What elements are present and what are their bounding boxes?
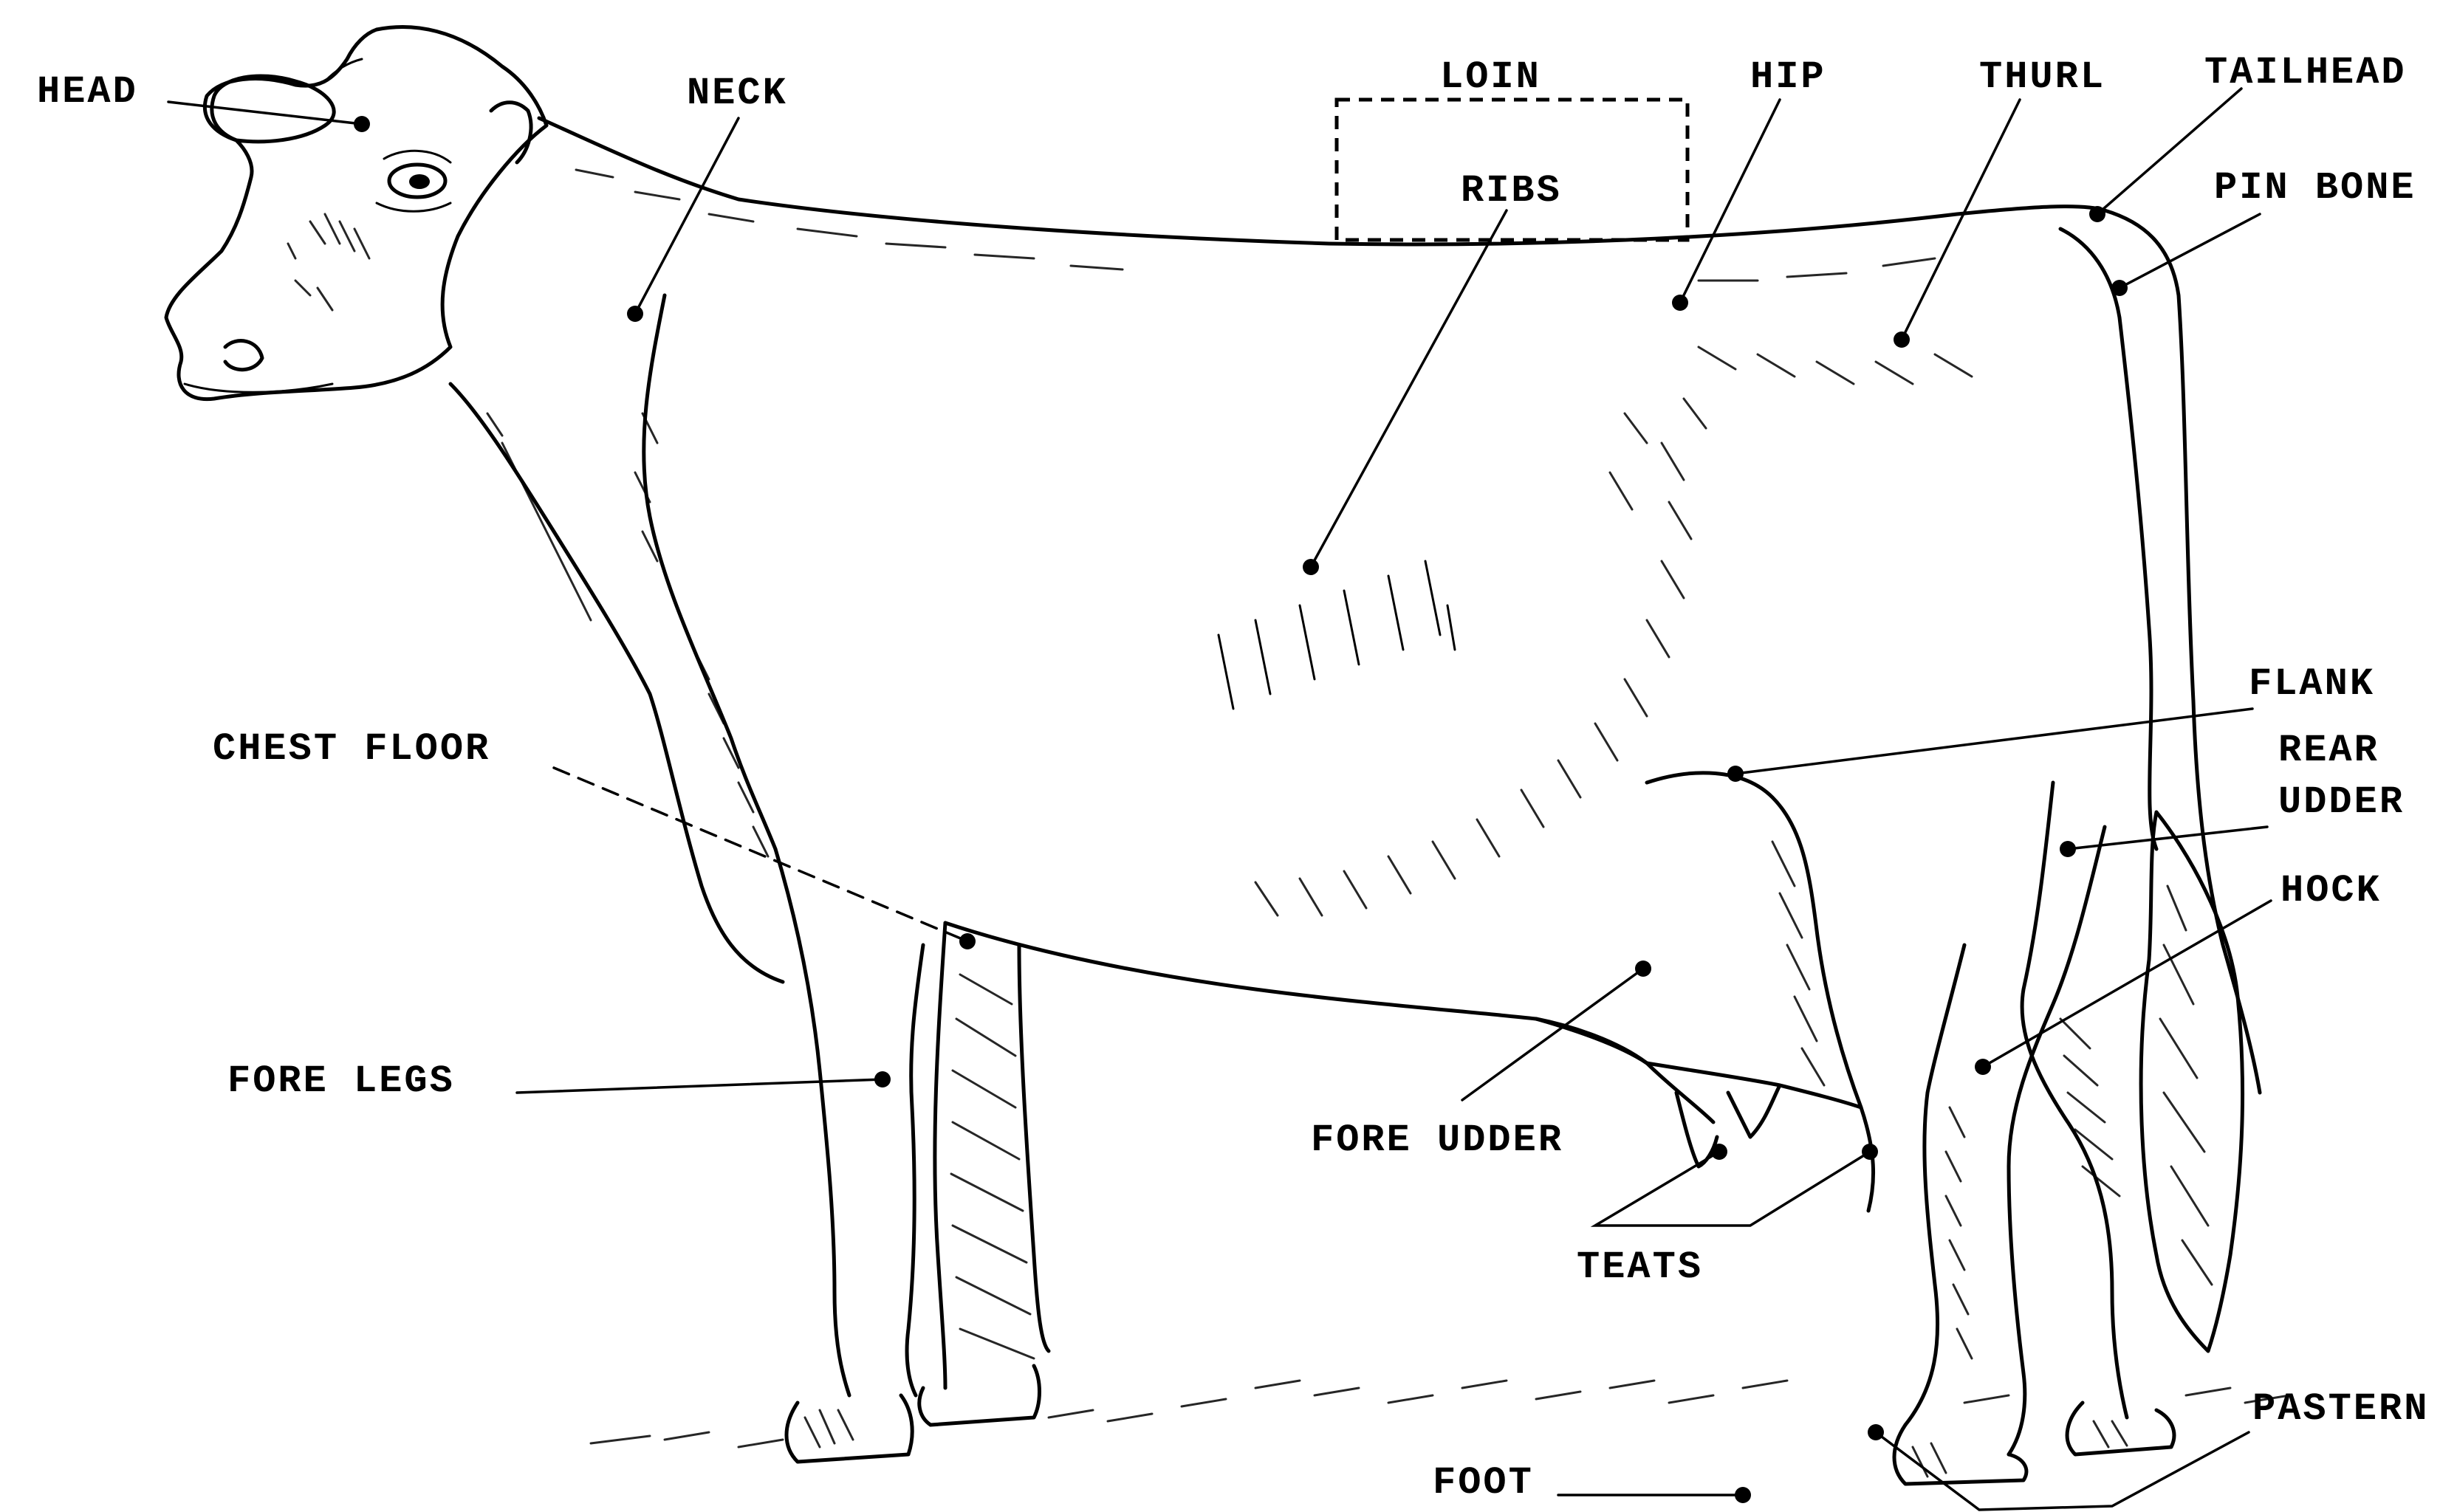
cow-hind-leg-near-hatch <box>1946 1107 1972 1358</box>
leader-dot-pin-bone <box>2111 280 2128 296</box>
label-tailhead: TAILHEAD <box>2204 51 2407 94</box>
cow-fore-hoof-hatch <box>805 1410 853 1447</box>
ground-grass <box>591 1381 2289 1447</box>
label-thurl: THURL <box>1979 55 2105 99</box>
label-foot: FOOT <box>1433 1461 1534 1505</box>
cow-fore-hoof-near <box>787 1395 912 1462</box>
cow-hip-hatch <box>1699 347 1972 384</box>
leader-dot-fore-udder <box>1635 961 1651 977</box>
cow-tail <box>2105 210 2260 1093</box>
label-pastern: PASTERN <box>2252 1387 2429 1431</box>
cow-hind-hoof-far <box>2067 1403 2174 1454</box>
label-neck: NECK <box>687 72 788 115</box>
label-head: HEAD <box>37 70 138 114</box>
label-chest-floor: CHEST FLOOR <box>213 727 490 771</box>
label-fore-udder: FORE UDDER <box>1311 1118 1563 1162</box>
label-hip: HIP <box>1750 55 1826 99</box>
cow-hind-hoof-near <box>1894 1425 2026 1484</box>
leader-rear-udder <box>2068 827 2267 849</box>
leader-dot-hip <box>1672 295 1688 311</box>
cow-fore-leg-far <box>935 923 945 1388</box>
cow-hind-leg-far-hatch <box>2060 1019 2120 1196</box>
cow-shoulder-hatch <box>487 413 768 856</box>
cow-nostril <box>225 341 262 370</box>
leader-fore-legs <box>517 1079 883 1093</box>
leader-dot-teat-rear <box>1862 1144 1878 1160</box>
cow-barrel-hatch <box>1255 399 1706 915</box>
cow-ear-far <box>491 103 531 162</box>
label-flank: FLANK <box>2249 662 2375 706</box>
label-pin-bone: PIN BONE <box>2214 166 2416 210</box>
leader-dot-pastern <box>1868 1424 1884 1440</box>
cow-flank-fold <box>1647 773 1874 1211</box>
cow-fore-hoof-far <box>919 1366 1040 1425</box>
label-ribs: RIBS <box>1461 169 1562 213</box>
cow-tail-switch <box>2141 812 2242 1351</box>
leader-chest-floor <box>554 768 967 941</box>
label-fore-legs: FORE LEGS <box>227 1059 455 1103</box>
cow-dewlap <box>450 384 783 982</box>
leader-dot-teat-front <box>1711 1144 1727 1160</box>
leader-dot-foot <box>1735 1487 1751 1503</box>
leader-dot-tailhead <box>2089 206 2105 222</box>
cow-topline <box>539 118 2105 244</box>
label-teats: TEATS <box>1577 1245 1703 1289</box>
leader-dot-neck <box>627 306 643 322</box>
leader-hip <box>1680 100 1780 303</box>
cow-shoulder <box>644 295 775 849</box>
cow-eye-pupil <box>409 174 430 189</box>
leader-dot-head <box>354 116 370 132</box>
leader-dot-flank <box>1727 766 1744 782</box>
cow-hind-leg-near-front <box>1905 945 1964 1425</box>
cow-udder-hatch <box>1772 842 1824 1085</box>
cow-head-outline <box>166 27 546 399</box>
cow-ribs-marks <box>1219 561 1455 709</box>
label-rear-udder-line1: REAR <box>2278 729 2379 772</box>
cow-teat-rear <box>1728 1085 1780 1137</box>
cow-fore-leg-far-front <box>1019 945 1049 1351</box>
cow-hind-leg-far <box>2022 783 2127 1418</box>
leader-dot-ribs <box>1303 559 1319 575</box>
label-rear-udder-line2: UDDER <box>2278 780 2405 824</box>
leader-dot-hock <box>1975 1059 1991 1075</box>
cow-tail-switch-hatch <box>2160 886 2212 1285</box>
leader-fore-udder <box>1462 969 1643 1100</box>
leader-ribs <box>1311 210 1507 567</box>
cow-tail-inner <box>2060 229 2156 849</box>
cow-fore-leg-near <box>775 849 849 1395</box>
label-loin: LOIN <box>1440 55 1541 99</box>
leader-dot-rear-udder <box>2060 841 2076 857</box>
leader-flank <box>1735 709 2252 774</box>
cow-face-shading <box>288 214 369 310</box>
leader-dot-chest-floor <box>959 933 976 949</box>
leader-dot-fore-legs <box>874 1071 891 1087</box>
cow-back-texture <box>576 170 1935 281</box>
leader-dot-thurl <box>1894 331 1910 348</box>
label-hock: HOCK <box>2280 869 2382 913</box>
part-labels: HEAD NECK LOIN RIBS HIP THURL TAILHEAD P… <box>37 51 2429 1505</box>
leader-lines <box>168 89 2271 1510</box>
leader-teats <box>1595 1152 1870 1226</box>
cow-fore-leg-near-back <box>907 945 923 1395</box>
